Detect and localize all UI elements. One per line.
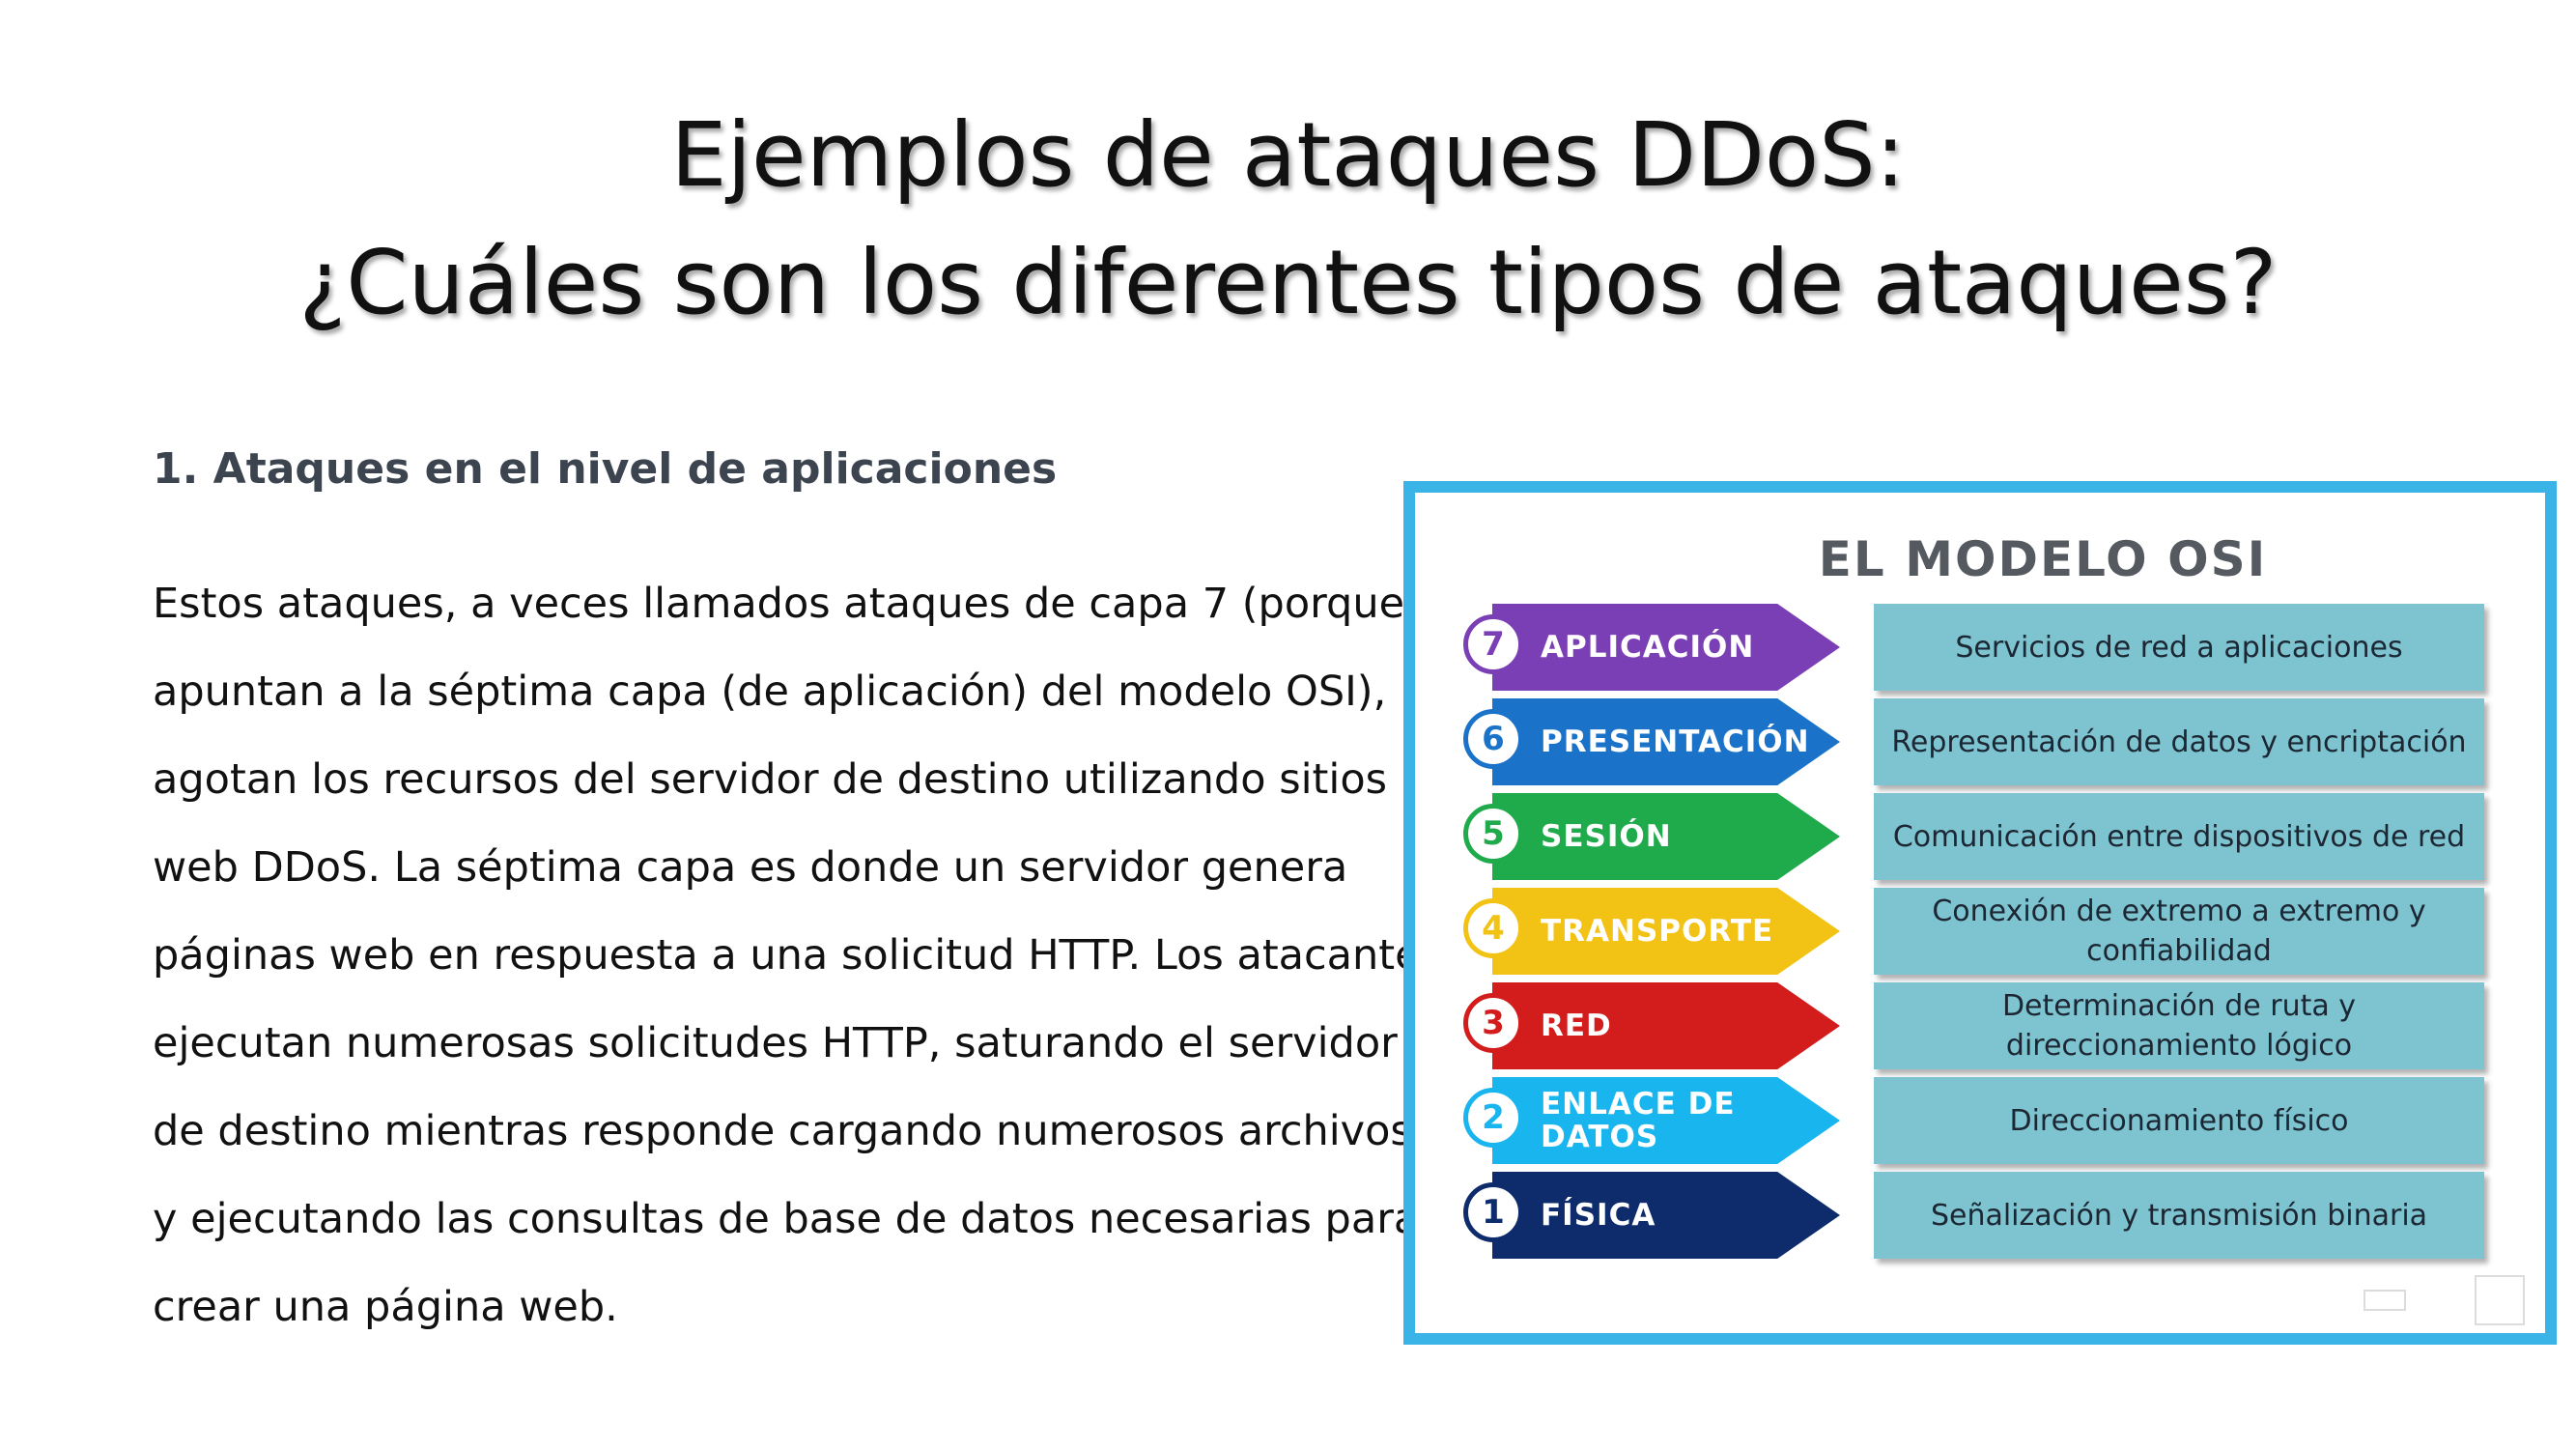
- osi-model-diagram: EL MODELO OSI 7 APLICACIÓN Servicios de …: [1403, 481, 2557, 1345]
- body-line: Estos ataques, a veces llamados ataques …: [153, 580, 1405, 628]
- osi-layer-description: Comunicación entre dispositivos de red: [1874, 793, 2484, 880]
- body-line: web DDoS. La séptima capa es donde un se…: [153, 843, 1348, 892]
- osi-layer-row: 6 PRESENTACIÓN Representación de datos y…: [1463, 698, 2516, 785]
- osi-layer-name: TRANSPORTE: [1492, 888, 1840, 975]
- slide-title: Ejemplos de ataques DDoS: ¿Cuáles son lo…: [0, 92, 2576, 347]
- body-line: de destino mientras responde cargando nu…: [153, 1107, 1412, 1155]
- section-body: Estos ataques, a veces llamados ataques …: [153, 560, 1442, 1351]
- body-line: páginas web en respuesta a una solicitud…: [153, 931, 1442, 980]
- osi-layer-description: Direccionamiento físico: [1874, 1077, 2484, 1164]
- osi-diagram-title: EL MODELO OSI: [1818, 531, 2268, 587]
- osi-layer-name: SESIÓN: [1492, 793, 1840, 880]
- section-heading: 1. Ataques en el nivel de aplicaciones: [153, 444, 1058, 494]
- osi-layer-row: 7 APLICACIÓN Servicios de red a aplicaci…: [1463, 604, 2516, 691]
- osi-layer-name: ENLACE DE DATOS: [1492, 1077, 1840, 1164]
- osi-layer-description: Conexión de extremo a extremo y confiabi…: [1874, 888, 2484, 975]
- body-line: y ejecutando las consultas de base de da…: [153, 1195, 1420, 1243]
- osi-layer-number: 5: [1463, 804, 1523, 864]
- body-line: crear una página web.: [153, 1283, 618, 1331]
- title-line-2: ¿Cuáles son los diferentes tipos de ataq…: [298, 231, 2278, 334]
- osi-layer-row: 3 RED Determinación de ruta y direcciona…: [1463, 982, 2516, 1069]
- osi-layer-number: 1: [1463, 1182, 1523, 1242]
- title-line-1: Ejemplos de ataques DDoS:: [670, 103, 1906, 207]
- osi-layer-description: Representación de datos y encriptación: [1874, 698, 2484, 785]
- osi-layer-description: Determinación de ruta y direccionamiento…: [1874, 982, 2484, 1069]
- osi-layer-number: 4: [1463, 898, 1523, 958]
- osi-layer-description: Servicios de red a aplicaciones: [1874, 604, 2484, 691]
- osi-layer-row: 2 ENLACE DE DATOS Direccionamiento físic…: [1463, 1077, 2516, 1164]
- body-line: ejecutan numerosas solicitudes HTTP, sat…: [153, 1019, 1398, 1067]
- osi-layer-row: 4 TRANSPORTE Conexión de extremo a extre…: [1463, 888, 2516, 975]
- osi-layer-name: RED: [1492, 982, 1840, 1069]
- osi-layer-number: 7: [1463, 614, 1523, 674]
- image-corner-mark: [2364, 1290, 2406, 1311]
- osi-layer-number: 3: [1463, 993, 1523, 1053]
- body-line: agotan los recursos del servidor de dest…: [153, 755, 1388, 804]
- osi-layer-name: FÍSICA: [1492, 1172, 1840, 1259]
- osi-layer-description: Señalización y transmisión binaria: [1874, 1172, 2484, 1259]
- osi-layer-name: APLICACIÓN: [1492, 604, 1840, 691]
- osi-layer-row: 1 FÍSICA Señalización y transmisión bina…: [1463, 1172, 2516, 1259]
- osi-layer-number: 2: [1463, 1088, 1523, 1148]
- osi-layer-number: 6: [1463, 709, 1523, 769]
- osi-layer-name: PRESENTACIÓN: [1492, 698, 1840, 785]
- image-corner-mark: [2475, 1275, 2525, 1325]
- body-line: apuntan a la séptima capa (de aplicación…: [153, 668, 1387, 716]
- osi-layer-row: 5 SESIÓN Comunicación entre dispositivos…: [1463, 793, 2516, 880]
